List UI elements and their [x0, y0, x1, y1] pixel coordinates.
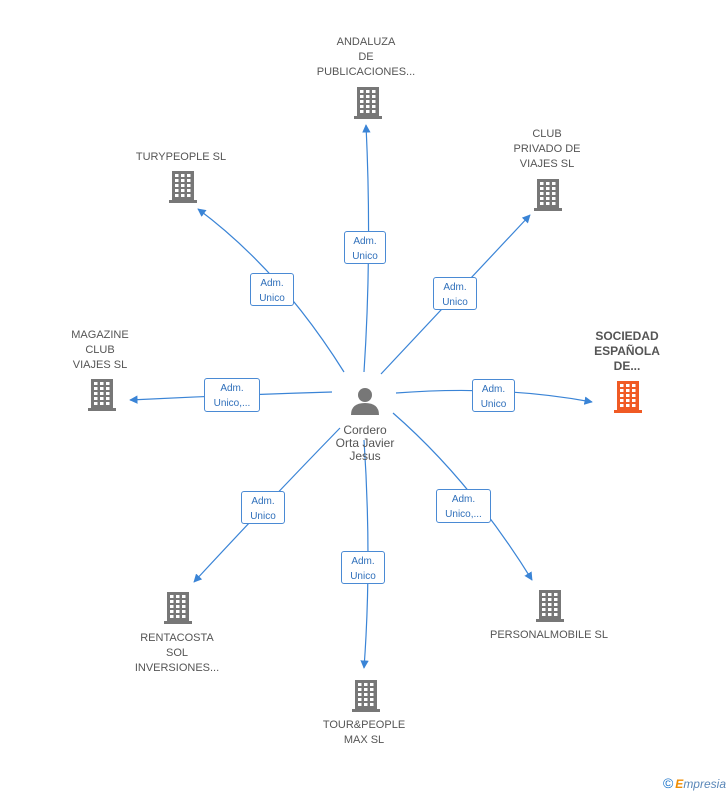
node-label-club-privado[interactable]: CLUB PRIVADO DE VIAJES SL: [513, 128, 581, 170]
copyright-icon: ©: [662, 775, 674, 791]
empresia-brand: ©Empresia: [663, 775, 726, 791]
building-icon[interactable]: [169, 171, 197, 203]
node-label-magazine[interactable]: MAGAZINE CLUB VIAJES SL: [71, 329, 129, 371]
brand-name: mpresia: [683, 777, 726, 791]
node-label-sociedad[interactable]: SOCIEDAD ESPAÑOLA DE...: [594, 329, 660, 373]
role-badge-club-privado: Adm. Unico: [433, 277, 477, 310]
role-badge-magazine: Adm. Unico,...: [204, 378, 260, 412]
role-badge-andaluza: Adm. Unico: [344, 231, 386, 264]
building-icon[interactable]: [534, 179, 562, 211]
role-badge-rentacosta: Adm. Unico: [241, 491, 285, 524]
role-badge-personalmobile: Adm. Unico,...: [436, 489, 491, 523]
building-icon[interactable]: [88, 379, 116, 411]
building-icon[interactable]: [354, 87, 382, 119]
buildings-layer: [88, 87, 642, 712]
role-badge-sociedad: Adm. Unico: [472, 379, 515, 412]
center-person-name[interactable]: Cordero Orta Javier Jesus: [335, 423, 395, 463]
edge-personalmobile: [392, 412, 533, 581]
role-badge-tour-people: Adm. Unico: [341, 551, 385, 584]
role-badge-turypeople: Adm. Unico: [250, 273, 294, 306]
building-icon[interactable]: [536, 590, 564, 622]
node-label-rentacosta[interactable]: RENTACOSTA SOL INVERSIONES...: [134, 632, 220, 674]
node-label-tour-people[interactable]: TOUR&PEOPLE MAX SL: [322, 719, 406, 746]
brand-initial: E: [675, 777, 684, 791]
building-icon[interactable]: [352, 680, 380, 712]
building-icon[interactable]: [164, 592, 192, 624]
node-label-turypeople[interactable]: TURYPEOPLE SL: [135, 151, 227, 163]
node-label-andaluza[interactable]: ANDALUZA DE PUBLICACIONES...: [316, 36, 416, 78]
node-label-personalmobile[interactable]: PERSONALMOBILE SL: [490, 629, 608, 641]
person-icon: [351, 388, 379, 415]
building-icon[interactable]: [614, 381, 642, 413]
